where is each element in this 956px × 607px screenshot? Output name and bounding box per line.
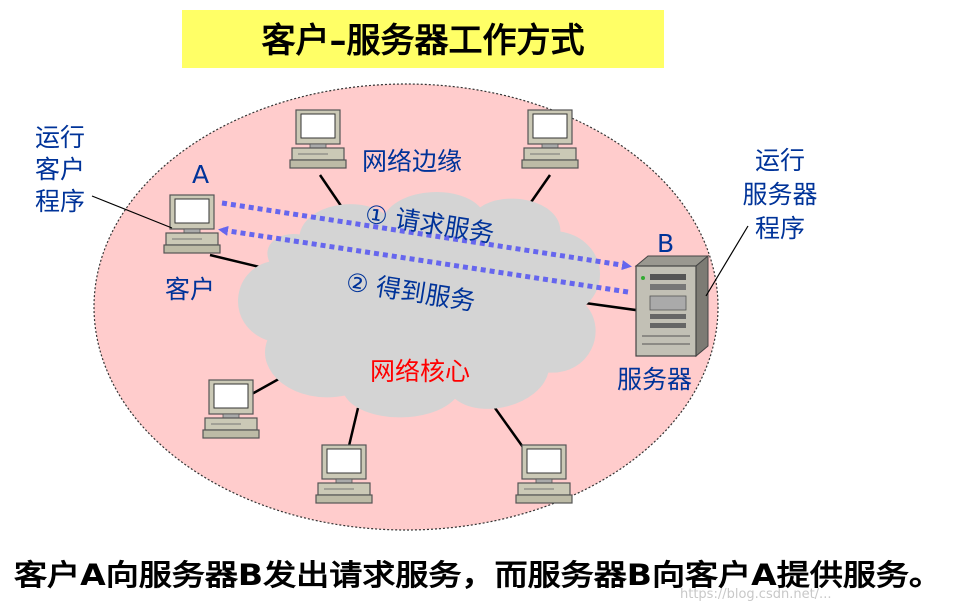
client-a-host [163,194,221,254]
desktop-computer-icon [315,444,373,504]
network-edge-label: 网络边缘 [362,147,462,176]
node-b-label: B [657,229,674,258]
host-top-right [521,109,579,169]
host-bottom-center [315,444,373,504]
client-program-line-3: 程序 [35,187,85,216]
response-arrow [218,225,629,295]
bottom-caption: 客户A向服务器B发出请求服务，而服务器B向客户A提供服务。 [14,558,942,592]
host-bottom-right [515,444,573,504]
page-title: 客户–服务器工作方式 [262,21,585,61]
server-program-line-1: 运行 [755,146,805,175]
request-arrow [221,200,632,271]
desktop-computer-icon [515,444,573,504]
desktop-computer-icon [202,379,260,439]
host-top-left [289,109,347,169]
host-bottom-left [202,379,260,439]
server-program-callout [705,225,749,297]
title-banner [182,10,664,68]
server-label: 服务器 [617,365,692,394]
network-core-label: 网络核心 [370,357,470,386]
client-program-callout [91,195,173,229]
client-label: 客户 [165,275,215,304]
desktop-computer-icon [289,109,347,169]
desktop-computer-icon [163,194,221,254]
client-program-line-2: 客户 [35,155,85,184]
client-program-line-1: 运行 [35,123,85,152]
watermark: https://blog.csdn.net/... [680,587,831,602]
node-a-label: A [192,160,209,189]
desktop-computer-icon [521,109,579,169]
server-program-line-2: 服务器 [742,180,817,209]
server-program-line-3: 程序 [755,214,805,243]
server-tower-icon [634,254,710,358]
